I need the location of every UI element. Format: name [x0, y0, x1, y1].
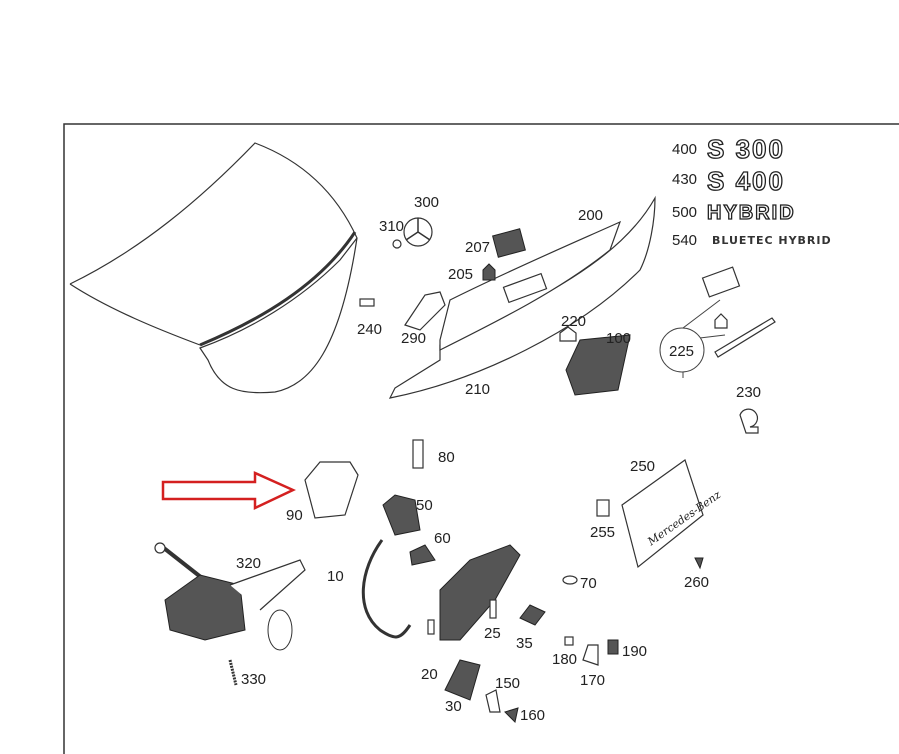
part-310-shape	[392, 239, 402, 249]
part-label: 210	[465, 381, 490, 398]
part-220-shape	[559, 326, 577, 342]
part-label: 50	[416, 497, 433, 514]
part-label: 240	[357, 321, 382, 338]
part-label: 90	[286, 507, 303, 524]
part-25-shape	[489, 599, 497, 619]
part-label: 100	[606, 330, 631, 347]
part-label: 290	[401, 330, 426, 347]
part-160-shape	[504, 707, 519, 724]
part-255-shape	[596, 499, 610, 517]
part-290-shape	[404, 291, 446, 331]
part-label: 190	[622, 643, 647, 660]
part-label: 60	[434, 530, 451, 547]
part-207-shape	[492, 228, 526, 258]
part-label: 10	[327, 568, 344, 585]
spring-330	[228, 659, 238, 686]
part-label: 70	[580, 575, 597, 592]
badge-text-bluetec-hybrid: BLUETEC HYBRID	[712, 234, 832, 247]
part-260-shape	[694, 557, 704, 570]
part-label: 30	[445, 698, 462, 715]
part-label: 35	[516, 635, 533, 652]
part-label: 80	[438, 449, 455, 466]
part-label: 320	[236, 555, 261, 572]
part-180-shape	[564, 636, 574, 646]
part-label: 180	[552, 651, 577, 668]
part-70-shape	[562, 575, 578, 585]
latch-assembly	[439, 544, 521, 641]
part-label: 310	[379, 218, 404, 235]
part-label: 250	[630, 458, 655, 475]
part-190-shape	[607, 639, 619, 655]
badge-text-hybrid: HYBRID	[707, 202, 796, 224]
trunk-lid	[69, 142, 358, 394]
part-label: 300	[414, 194, 439, 211]
part-100-shape	[565, 334, 631, 396]
part-label: 150	[495, 675, 520, 692]
part-150-shape	[485, 689, 501, 713]
part-label: 205	[448, 266, 473, 283]
badge-text-s300: S 300	[707, 134, 785, 164]
part-90-shape	[304, 461, 359, 519]
part-label: 230	[736, 384, 761, 401]
part-label: 260	[684, 574, 709, 591]
part-205-shape	[482, 263, 496, 281]
part-label: 255	[590, 524, 615, 541]
trunk-trim-210	[388, 195, 656, 399]
part-240-shape	[359, 298, 375, 307]
badge-part-430: 430	[672, 171, 697, 188]
part-label: 225	[669, 343, 694, 360]
part-60-shape	[409, 544, 436, 566]
part-30-shape	[444, 659, 481, 701]
part-label: 25	[484, 625, 501, 642]
badge-part-540: 540	[672, 232, 697, 249]
part-label: 220	[561, 313, 586, 330]
part-35-shape	[519, 604, 546, 626]
part-label: 160	[520, 707, 545, 724]
highlight-arrow-icon	[161, 471, 296, 510]
badge-text-s400: S 400	[707, 166, 785, 196]
part-label: 330	[241, 671, 266, 688]
cable-10	[361, 539, 412, 639]
part-170-shape	[582, 644, 599, 666]
part-225-group	[659, 266, 776, 378]
star-emblem-300	[403, 217, 433, 247]
part-label: 200	[578, 207, 603, 224]
drive-motor-320	[154, 542, 306, 651]
badge-list: 400 S 300 430 S 400 500 HYBRID 540 BLUET…	[672, 133, 832, 249]
part-230-shape	[739, 408, 759, 434]
part-80-shape	[412, 439, 424, 469]
badge-part-500: 500	[672, 204, 697, 221]
part-label: 20	[421, 666, 438, 683]
part-label: 170	[580, 672, 605, 689]
part-label: 207	[465, 239, 490, 256]
part-50-shape	[382, 494, 421, 536]
badge-part-400: 400	[672, 141, 697, 158]
part-labels: 300 310 207 205 200 240 290 220 100 210 …	[236, 194, 761, 724]
part-20-shape	[427, 619, 435, 635]
